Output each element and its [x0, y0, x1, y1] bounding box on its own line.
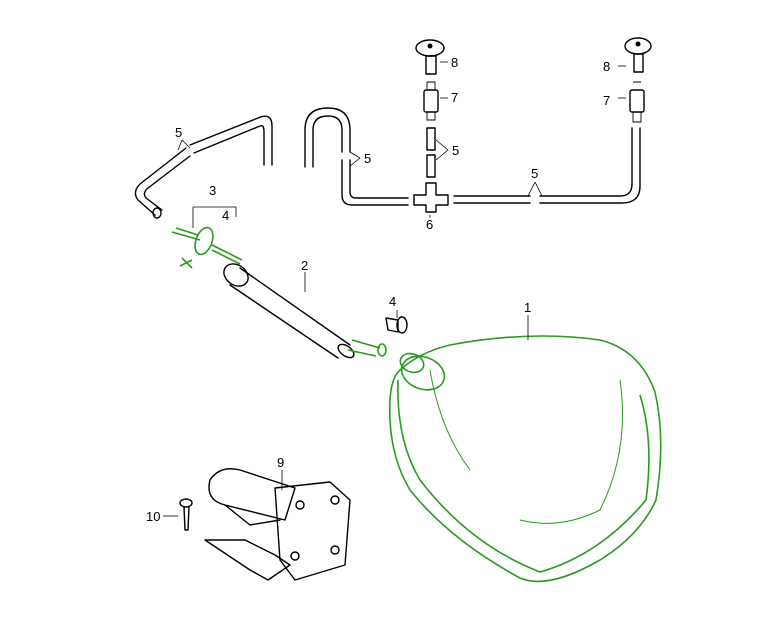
label-pump: 9	[277, 455, 284, 470]
label-screw: 10	[146, 509, 160, 524]
hose-left	[134, 115, 273, 219]
connector-left	[423, 81, 439, 121]
label-filler-pipe: 2	[301, 258, 308, 273]
nozzle-right	[624, 37, 652, 73]
label-hose-middle: 5	[364, 151, 371, 166]
label-nozzle-right: 8	[603, 59, 610, 74]
hose-right	[453, 127, 641, 204]
label-t-piece: 6	[426, 217, 433, 232]
leader-lines	[163, 61, 626, 517]
valve	[171, 226, 243, 269]
cap	[385, 316, 408, 334]
label-connector-left: 7	[451, 90, 458, 105]
t-piece	[413, 182, 449, 213]
label-hose-vertical: 5	[452, 143, 459, 158]
connector-right	[629, 81, 645, 123]
label-tank: 1	[524, 300, 531, 315]
label-nozzle-left: 8	[451, 55, 458, 70]
nozzle-left	[415, 39, 445, 75]
label-hose-left: 5	[175, 125, 182, 140]
hose-vertical	[426, 127, 436, 178]
hose-middle	[304, 107, 409, 206]
filler-pipe	[223, 263, 387, 359]
label-valve-cap: 4	[222, 208, 229, 223]
washer-pump	[204, 468, 351, 581]
label-valve: 3	[209, 183, 216, 198]
screw	[179, 498, 193, 531]
label-connector-right: 7	[603, 93, 610, 108]
label-cap: 4	[389, 294, 396, 309]
reservoir-tank	[388, 335, 662, 583]
label-hose-right: 5	[531, 166, 538, 181]
